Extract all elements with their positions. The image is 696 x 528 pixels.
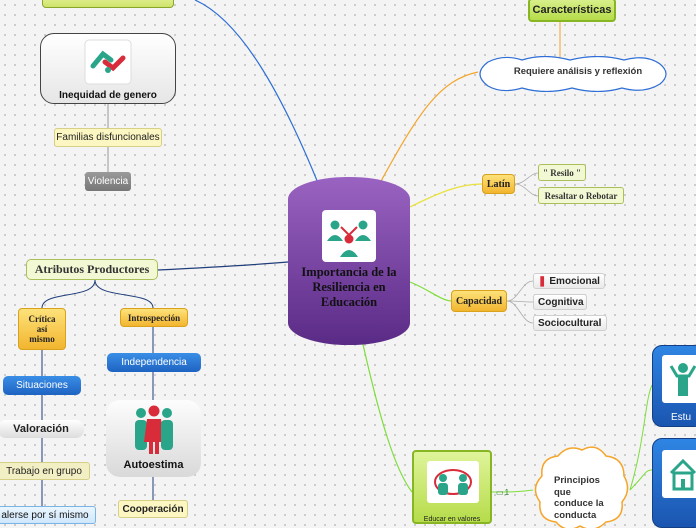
cognitiva-node[interactable]: Cognitiva	[533, 294, 587, 310]
inequidad-label: Inequidad de genero	[59, 90, 157, 101]
school-icon	[662, 450, 696, 498]
valerse-node[interactable]: alerse por sí mismo	[0, 506, 96, 524]
critica-line-1: Crítica	[28, 314, 56, 324]
group-icon	[427, 461, 479, 503]
resaltar-node[interactable]: Resaltar o Rebotar	[538, 187, 624, 204]
people-icon	[135, 405, 173, 454]
principios-line-3: conduce la	[554, 498, 604, 509]
comment-badge[interactable]: ▭ 1	[496, 486, 514, 498]
autoestima-label: Autoestima	[123, 459, 184, 471]
handshake-icon	[84, 39, 132, 85]
situaciones-node[interactable]: Situaciones	[3, 376, 81, 395]
principios-line-4: conducta	[554, 509, 597, 521]
team-icon	[322, 210, 376, 262]
atributos-node[interactable]: Atributos Productores	[26, 259, 158, 280]
heart-icon: ❚	[538, 275, 547, 287]
critica-line-3: mismo	[29, 334, 55, 344]
top-left-partial-box[interactable]	[42, 0, 174, 8]
critica-node[interactable]: Crítica así mismo	[18, 308, 66, 350]
student-icon	[662, 355, 696, 403]
estudiantes-label: Estu	[671, 412, 692, 423]
educar-node[interactable]: Educar en valores	[412, 450, 492, 524]
capacidad-node[interactable]: Capacidad	[451, 290, 507, 312]
emocional-label: Emocional	[549, 275, 600, 287]
independencia-node[interactable]: Independencia	[107, 353, 201, 372]
autoestima-node[interactable]: Autoestima	[106, 400, 201, 477]
violencia-node[interactable]: Violencia	[85, 172, 131, 191]
familias-node[interactable]: Familias disfuncionales	[54, 128, 162, 147]
center-node[interactable]: Importancia de la Resiliencia en Educaci…	[288, 177, 410, 345]
comment-count: 1	[504, 487, 510, 497]
principios-line-1: Principios	[554, 475, 600, 486]
caracteristicas-node[interactable]: Características	[528, 0, 616, 22]
cooperacion-node[interactable]: Cooperación	[118, 500, 188, 518]
requiere-cloud[interactable]	[474, 56, 670, 92]
resilo-node[interactable]: " Resilo "	[538, 164, 586, 181]
requiere-label: Requiere análisis y reflexión	[513, 66, 643, 77]
educar-label: Educar en valores	[423, 516, 481, 523]
valoracion-node[interactable]: Valoración	[0, 420, 84, 438]
comment-icon: ▭	[496, 487, 504, 497]
introspeccion-node[interactable]: Introspección	[120, 308, 188, 327]
critica-line-2: así	[36, 324, 48, 334]
center-title: Importancia de la Resiliencia en Educaci…	[301, 265, 397, 309]
latin-node[interactable]: Latín	[482, 174, 515, 194]
estudiantes-node[interactable]: Estu	[652, 345, 696, 427]
emocional-node[interactable]: ❚ Emocional	[533, 273, 605, 289]
principios-line-2: que	[554, 486, 571, 498]
school-node[interactable]	[652, 438, 696, 528]
trabajo-node[interactable]: Trabajo en grupo	[0, 462, 90, 480]
inequidad-node[interactable]: Inequidad de genero	[40, 33, 176, 104]
sociocultural-node[interactable]: Sociocultural	[533, 315, 607, 331]
principios-text: Principios que conduce la conducta	[554, 475, 620, 521]
